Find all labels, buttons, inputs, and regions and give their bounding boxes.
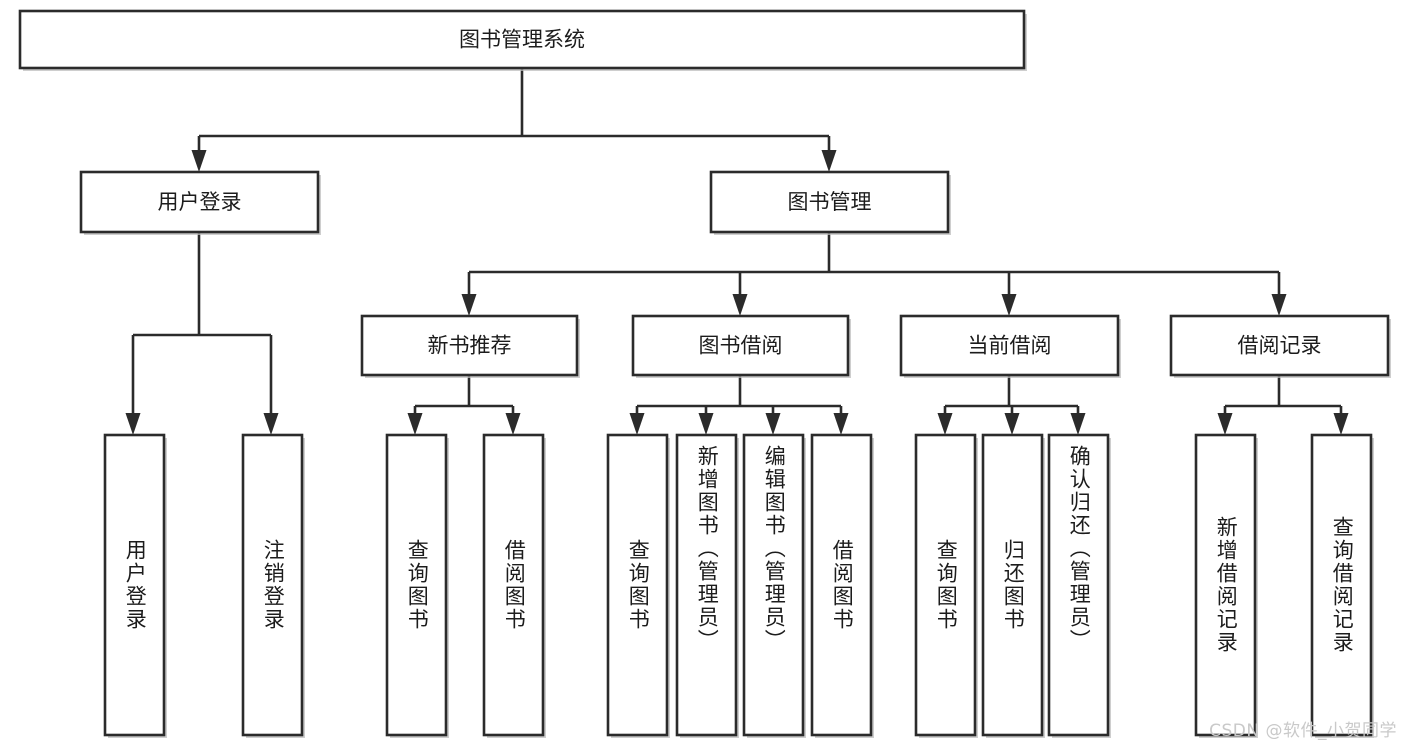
arrow-head-icon: [1333, 413, 1349, 435]
arrow-head-icon: [407, 413, 423, 435]
node-leaf-add-book: [675, 433, 739, 738]
node-leaf-query-book-current: [914, 433, 978, 738]
node-book-management-label: 图书管理: [788, 190, 872, 214]
node-box[interactable]: [981, 433, 1044, 737]
arrow-head-icon: [698, 413, 714, 435]
node-box[interactable]: [385, 433, 448, 737]
arrow-head-icon: [505, 413, 521, 435]
node-box[interactable]: [241, 433, 304, 737]
node-box[interactable]: [1047, 433, 1110, 737]
node-box[interactable]: [18, 9, 1026, 70]
node-leaf-edit-book: [742, 433, 806, 738]
node-box[interactable]: [79, 170, 320, 234]
node-book-borrow-label: 图书借阅: [699, 334, 783, 358]
arrow-head-icon: [732, 294, 748, 316]
node-leaf-query-borrow-record: [1310, 433, 1374, 738]
arrow-head-icon: [765, 413, 781, 435]
arrow-head-icon: [833, 413, 849, 435]
node-leaf-borrow-book-recommend: [482, 433, 546, 738]
arrow-head-icon: [125, 413, 141, 435]
node-new-book-recommend: 新书推荐: [360, 314, 580, 378]
node-box[interactable]: [482, 433, 545, 737]
arrow-head-icon: [629, 413, 645, 435]
node-leaf-confirm-return: [1047, 433, 1111, 738]
arrow-head-icon: [263, 413, 279, 435]
arrow-head-icon: [461, 294, 477, 316]
arrow-head-icon: [1271, 294, 1287, 316]
csdn-watermark: CSDN @软件_小贺同学: [1209, 721, 1397, 741]
node-current-borrow-label: 当前借阅: [968, 334, 1052, 358]
node-leaf-query-book-borrow: [606, 433, 670, 738]
node-user-login: 用户登录: [79, 170, 321, 235]
node-new-book-recommend-label: 新书推荐: [428, 334, 512, 358]
node-leaf-query-book-recommend: [385, 433, 449, 738]
node-leaf-return-book: [981, 433, 1045, 738]
arrow-head-icon: [821, 150, 837, 172]
node-leaf-logout: [241, 433, 305, 738]
node-box[interactable]: [103, 433, 166, 737]
node-box[interactable]: [631, 314, 850, 377]
arrow-head-icon: [1004, 413, 1020, 435]
node-book-management: 图书管理: [709, 170, 951, 235]
node-box[interactable]: [899, 314, 1120, 377]
node-box[interactable]: [914, 433, 977, 737]
node-root: 图书管理系统: [18, 9, 1027, 71]
node-leaf-add-borrow-record: [1194, 433, 1258, 738]
node-leaf-borrow-book: [810, 433, 874, 738]
node-root-label: 图书管理系统: [459, 28, 585, 52]
node-box[interactable]: [709, 170, 950, 234]
arrow-head-icon: [1001, 294, 1017, 316]
node-current-borrow: 当前借阅: [899, 314, 1121, 378]
node-box[interactable]: [810, 433, 873, 737]
node-box[interactable]: [1194, 433, 1257, 737]
node-box[interactable]: [1310, 433, 1373, 737]
arrow-head-icon: [937, 413, 953, 435]
arrow-head-icon: [1217, 413, 1233, 435]
arrow-head-icon: [1070, 413, 1086, 435]
node-box[interactable]: [606, 433, 669, 737]
arrow-head-icon: [191, 150, 207, 172]
node-box[interactable]: [1169, 314, 1390, 377]
node-box[interactable]: [675, 433, 738, 737]
node-box[interactable]: [742, 433, 805, 737]
node-borrow-record-label: 借阅记录: [1238, 334, 1322, 358]
node-leaf-user-login: [103, 433, 167, 738]
connector-layer: [125, 68, 1349, 435]
node-book-borrow: 图书借阅: [631, 314, 851, 378]
node-borrow-record: 借阅记录: [1169, 314, 1391, 378]
node-user-login-label: 用户登录: [158, 190, 242, 214]
node-box[interactable]: [360, 314, 579, 377]
